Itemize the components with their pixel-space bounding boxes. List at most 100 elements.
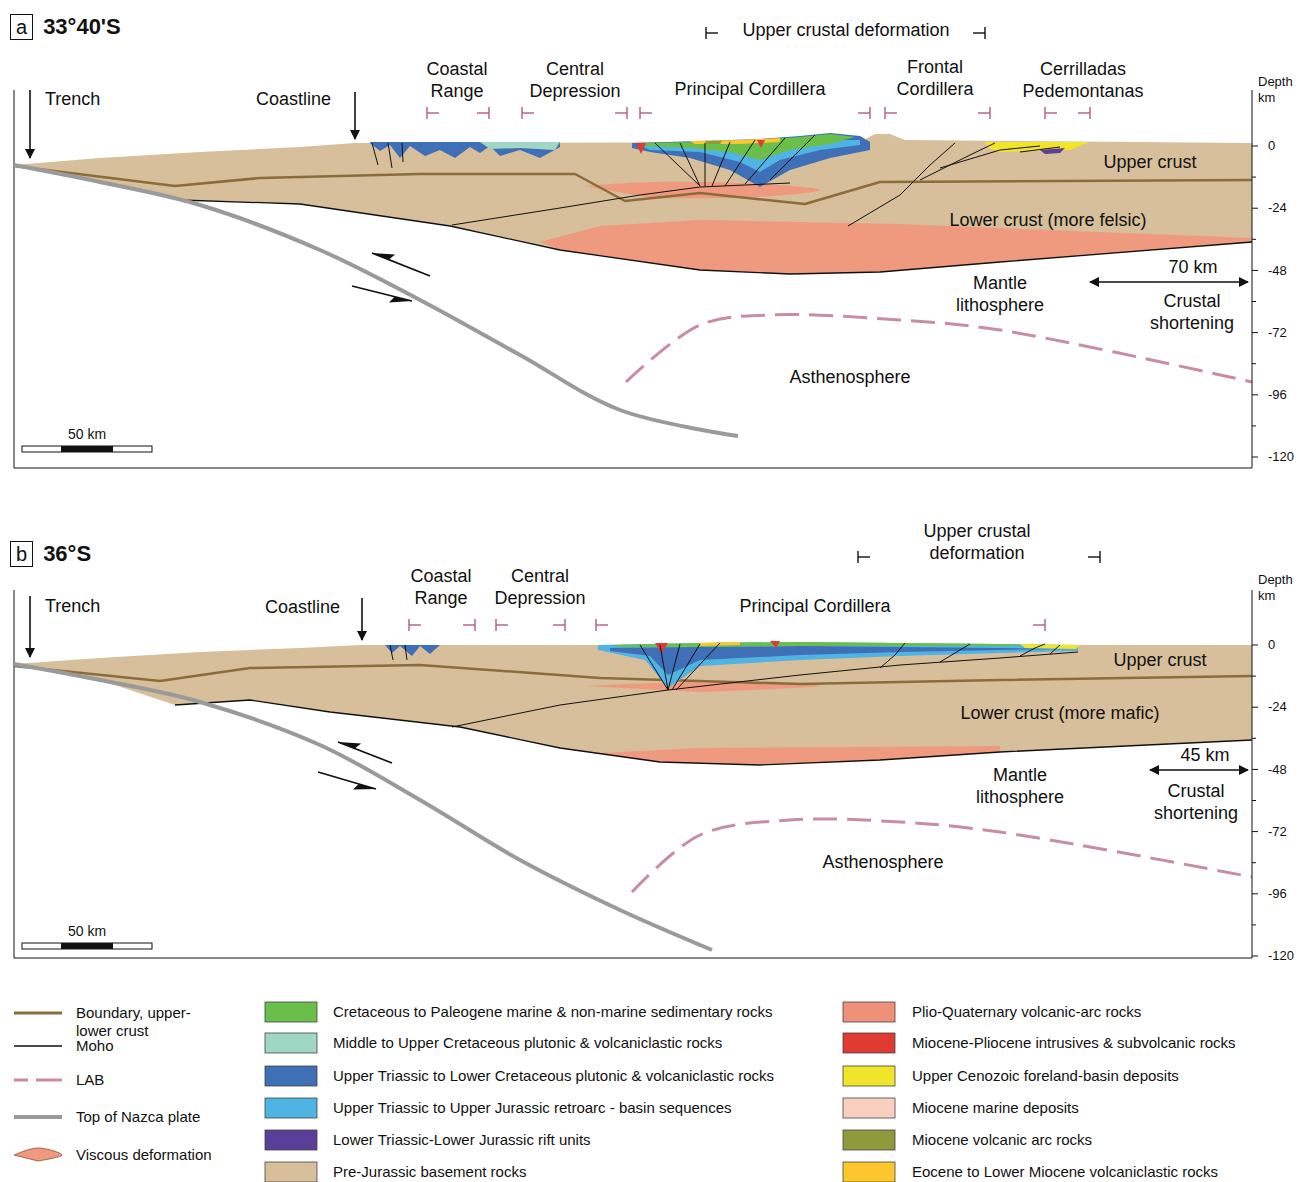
slip-arrowhead	[389, 297, 412, 303]
rock-unit	[757, 140, 765, 148]
legend-shape-sample	[14, 1148, 62, 1161]
label-slot: Upper crust	[1103, 152, 1196, 174]
rock-unit	[370, 142, 560, 158]
label-slot: Mantle lithosphere	[965, 765, 1075, 808]
panel-letter: b	[10, 541, 33, 567]
legend-line-sample	[14, 1115, 62, 1119]
label-slot: 50 km	[68, 923, 106, 940]
range-bracket	[1078, 112, 1090, 113]
range-bracket	[706, 32, 718, 33]
legend-slot: Eocene to Lower Miocene volcaniclastic r…	[912, 1163, 1218, 1181]
upper-lower-crust-boundary	[14, 166, 1252, 204]
fault	[705, 143, 706, 186]
fault	[388, 143, 392, 168]
label-slot: Crustal shortening	[1141, 781, 1251, 824]
range-bracket	[596, 624, 608, 625]
legend-text: LAB	[76, 1071, 104, 1089]
rock-unit	[640, 134, 855, 160]
scale-label: 50 km	[68, 923, 106, 940]
legend-text: Eocene to Lower Miocene volcaniclastic r…	[912, 1163, 1218, 1181]
depth-tick	[1252, 332, 1258, 333]
depth-axis	[1252, 90, 1253, 468]
legend-line-sample	[36, 1079, 62, 1082]
dimension-label: 70 km	[1168, 257, 1217, 279]
fault	[1050, 645, 1060, 654]
coastline-arrow	[354, 92, 356, 139]
moho	[175, 700, 1252, 765]
rock-unit	[705, 141, 722, 144]
region-label: Coastal Range	[396, 566, 486, 609]
label-slot: 50 km	[68, 426, 106, 443]
depth-tick	[1252, 270, 1258, 271]
depth-tick	[1252, 707, 1258, 708]
label-slot: -24	[1268, 699, 1287, 715]
panel-label: a33°40'S	[10, 14, 121, 40]
slip-arrow	[318, 772, 376, 789]
layer-label: Upper crust	[1113, 650, 1206, 672]
fault	[402, 143, 403, 162]
legend-swatch	[843, 1066, 895, 1086]
rock-unit	[690, 138, 780, 144]
coastline-label: Coastline	[265, 597, 340, 619]
depth-value: -96	[1268, 886, 1287, 902]
panel-heading: 33°40'S	[43, 14, 121, 40]
label-slot: -120	[1268, 948, 1294, 964]
rock-unit	[610, 642, 1060, 647]
panel-frame	[14, 590, 1252, 958]
label-slot: -24	[1268, 200, 1287, 216]
label-slot: 70 km	[1168, 257, 1217, 279]
label-slot: Upper crustal deformation	[892, 521, 1062, 564]
legend-slot: Pre-Jurassic basement rocks	[333, 1163, 526, 1181]
legend-text: Lower Triassic-Lower Jurassic rift units	[333, 1131, 591, 1149]
depth-tick	[1252, 738, 1256, 739]
trench-arrow	[29, 596, 31, 657]
label-slot: -96	[1268, 886, 1287, 902]
fault	[880, 643, 905, 668]
legend-slot: Upper Triassic to Upper Jurassic retroar…	[333, 1099, 732, 1117]
dimension-label: Crustal shortening	[1141, 781, 1251, 824]
region-label: Central Depression	[485, 566, 595, 609]
legend-line-sample	[14, 1012, 62, 1015]
scale-bar	[22, 943, 152, 949]
depth-tick	[1252, 208, 1258, 209]
region-label: Principal Cordillera	[674, 79, 825, 101]
depth-tick	[1252, 862, 1256, 863]
fault	[640, 645, 668, 690]
fault	[920, 143, 995, 180]
fault	[405, 645, 407, 660]
label-slot: Trench	[45, 596, 100, 618]
depth-value: -48	[1268, 762, 1287, 778]
label-slot: Lower crust (more mafic)	[960, 703, 1159, 725]
range-bracket	[858, 556, 870, 557]
depth-value: -24	[1268, 699, 1287, 715]
dimension-label: Crustal shortening	[1137, 291, 1247, 334]
label-slot: Asthenosphere	[789, 367, 910, 389]
label-slot: -72	[1268, 325, 1287, 341]
depth-value: -120	[1268, 449, 1294, 465]
fault	[848, 143, 955, 226]
range-bracket	[640, 112, 652, 113]
upper-lower-crust-boundary	[14, 665, 1252, 684]
legend-slot: Miocene volcanic arc rocks	[912, 1131, 1092, 1149]
region-label: Principal Cordillera	[739, 596, 890, 618]
range-bracket	[522, 112, 534, 113]
depth-tick	[1252, 394, 1258, 395]
fault	[655, 143, 700, 186]
range-bracket	[496, 624, 508, 625]
depth-tick	[1252, 301, 1256, 302]
depth-value: -24	[1268, 200, 1287, 216]
fault	[712, 142, 730, 186]
legend-slot: Moho	[76, 1037, 114, 1055]
axis-title: Depth km	[1258, 74, 1298, 105]
legend-text: Moho	[76, 1037, 114, 1055]
coastline-label: Coastline	[256, 89, 331, 111]
label-slot: Depth km	[1258, 74, 1298, 105]
slip-arrow	[338, 742, 392, 763]
depth-tick	[1252, 676, 1256, 677]
viscous-deformation	[585, 182, 820, 198]
depth-tick	[1252, 956, 1258, 957]
fault	[672, 644, 700, 690]
slip-arrowhead	[338, 742, 361, 749]
trench-label: Trench	[45, 596, 100, 618]
legend-swatch	[265, 1002, 317, 1022]
